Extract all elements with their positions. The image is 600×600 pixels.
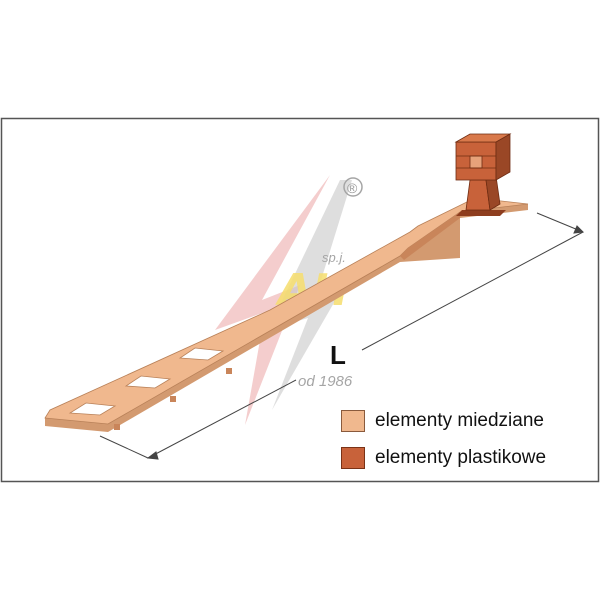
company-suffix: sp.j. (322, 250, 346, 265)
registered-mark-ring (343, 177, 363, 197)
plastic-holder (454, 133, 512, 216)
holder-head-top (454, 133, 512, 143)
legend-swatch-copper (341, 410, 365, 432)
strap-hole-1 (68, 402, 117, 416)
strap-edge (45, 204, 528, 432)
strap-hole-3 (178, 347, 225, 361)
legend-swatch-plastic (341, 447, 365, 469)
holder-base (456, 210, 506, 216)
strap-bend (400, 212, 460, 260)
since-year: od 1986 (298, 373, 353, 390)
legend-label-copper: elementy miedziane (375, 410, 544, 431)
strap-top (44, 197, 529, 425)
dimension-lines (99, 212, 585, 460)
strap-pins (114, 368, 232, 430)
copper-strap (44, 197, 529, 432)
dimension-label: L (330, 340, 346, 370)
legend-label-plastic: elementy plastikowe (375, 447, 547, 468)
registered-mark: ® (347, 180, 358, 196)
strap-hole-2 (124, 375, 172, 389)
lightning-bolt-red (215, 175, 330, 425)
holder-slot (469, 155, 483, 169)
